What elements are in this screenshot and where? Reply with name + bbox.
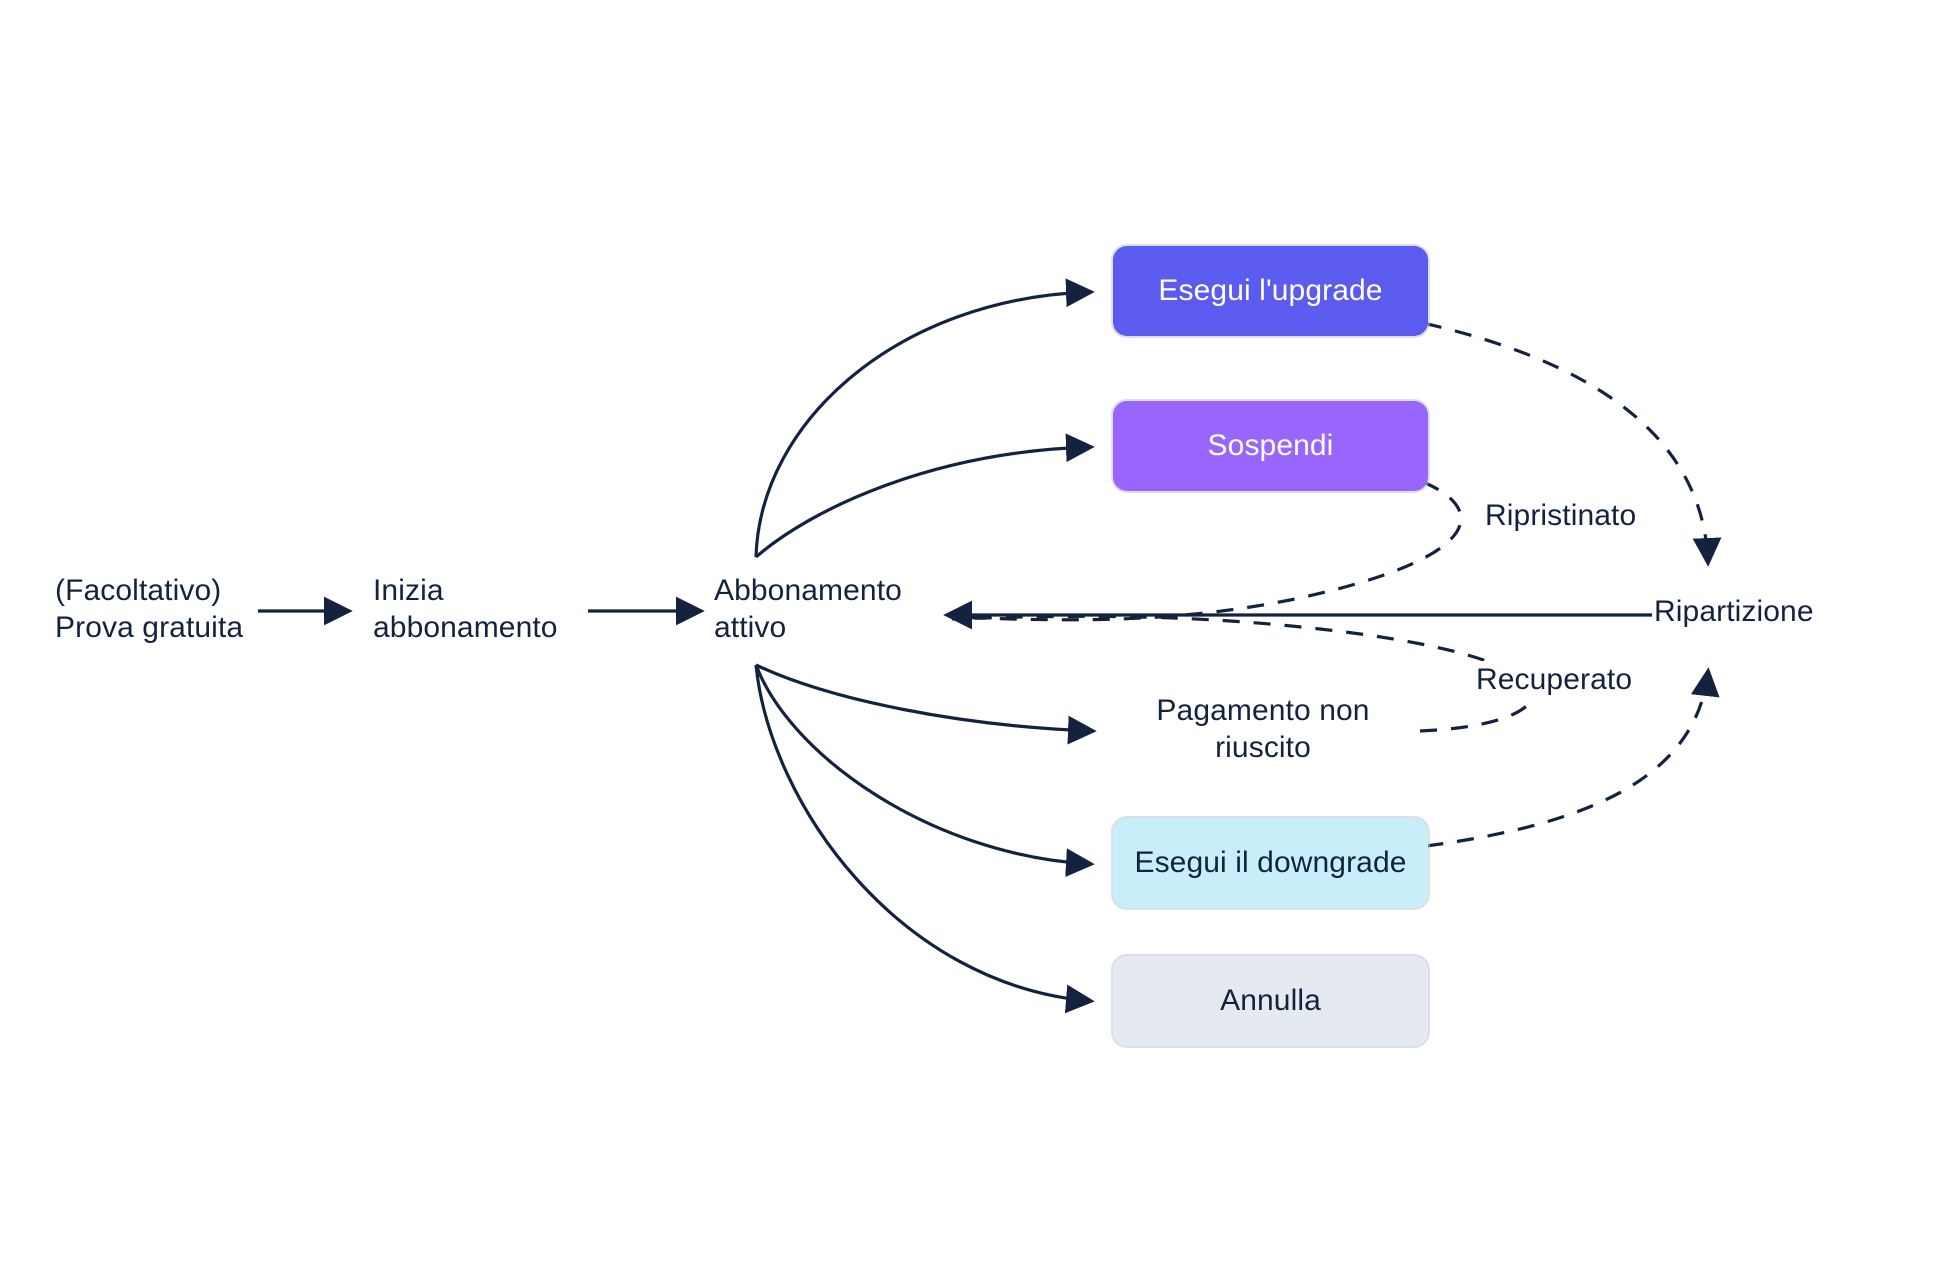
edge-label-restored: Ripristinato [1481,497,1641,534]
node-proration: Ripartizione [1654,595,1814,628]
edge-active-to-suspend [754,433,1095,559]
edge-suspend-to-active [951,445,1463,622]
edge-label-recovered: Recuperato [1472,661,1637,698]
node-downgrade[interactable]: Esegui il downgrade [1113,818,1428,908]
node-suspend[interactable]: Sospendi [1113,401,1428,491]
edge-payment-failed-to-active [951,614,1534,733]
edge-active-to-cancel [754,664,1095,1014]
edge-active-to-payment-failed [755,663,1097,745]
node-trial: (Facoltativo) Prova gratuita [55,574,244,644]
edge-active-to-upgrade [754,278,1095,558]
edge-active-to-downgrade [754,664,1095,878]
node-active-subscription: Abbonamento attivo [714,574,902,644]
node-payment-failed: Pagamento non riuscito [1156,694,1370,764]
node-start-subscription: Inizia abbonamento [373,574,558,644]
node-cancel[interactable]: Annulla [1113,956,1428,1046]
node-upgrade[interactable]: Esegui l'upgrade [1113,246,1428,336]
edge-upgrade-to-proration [1147,290,1722,567]
